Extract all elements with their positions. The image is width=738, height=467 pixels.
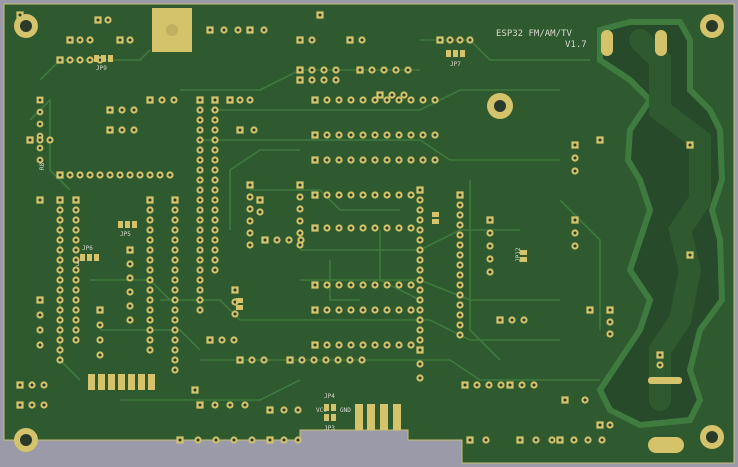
label-jp3: JP3 xyxy=(324,425,335,432)
label-jp12: JP12 xyxy=(515,247,522,262)
trace xyxy=(379,230,421,301)
antenna-pad xyxy=(648,437,684,453)
board-title: ESP32 FM/AM/TV xyxy=(496,29,572,39)
label-jp7: JP7 xyxy=(450,61,461,68)
antenna-trace xyxy=(629,29,711,411)
label-r8: R8 xyxy=(39,162,46,170)
edge-finger xyxy=(367,404,375,430)
label-jp4: JP4 xyxy=(324,393,335,400)
trace xyxy=(559,199,601,330)
label-jp5: JP5 xyxy=(120,231,131,238)
trace xyxy=(229,149,300,230)
trace xyxy=(160,299,300,321)
antenna-pad xyxy=(655,30,667,56)
trace xyxy=(120,379,301,401)
antenna-pads xyxy=(601,30,684,453)
trace xyxy=(329,260,360,301)
trace xyxy=(250,189,400,211)
edge-finger xyxy=(380,404,388,430)
edge-finger xyxy=(393,404,401,430)
label-pin3: 3 xyxy=(76,261,80,268)
trace xyxy=(300,319,560,341)
label-jp9: JP9 xyxy=(96,65,107,72)
trace xyxy=(210,89,560,111)
label-jp6: JP6 xyxy=(82,245,93,252)
trace xyxy=(200,139,560,161)
label-gnd: GND xyxy=(340,407,351,414)
smd-row xyxy=(88,374,155,390)
trace xyxy=(300,279,560,301)
antenna-pad xyxy=(648,377,682,384)
pad-layer xyxy=(16,11,694,444)
edge-connector xyxy=(355,404,401,430)
board-version: V1.7 xyxy=(565,40,587,50)
edge-finger xyxy=(355,404,363,430)
label-vcc: VCC xyxy=(316,407,327,414)
trace xyxy=(100,329,201,351)
trace xyxy=(469,180,501,361)
trace xyxy=(420,39,590,61)
antenna-pad xyxy=(601,30,613,56)
